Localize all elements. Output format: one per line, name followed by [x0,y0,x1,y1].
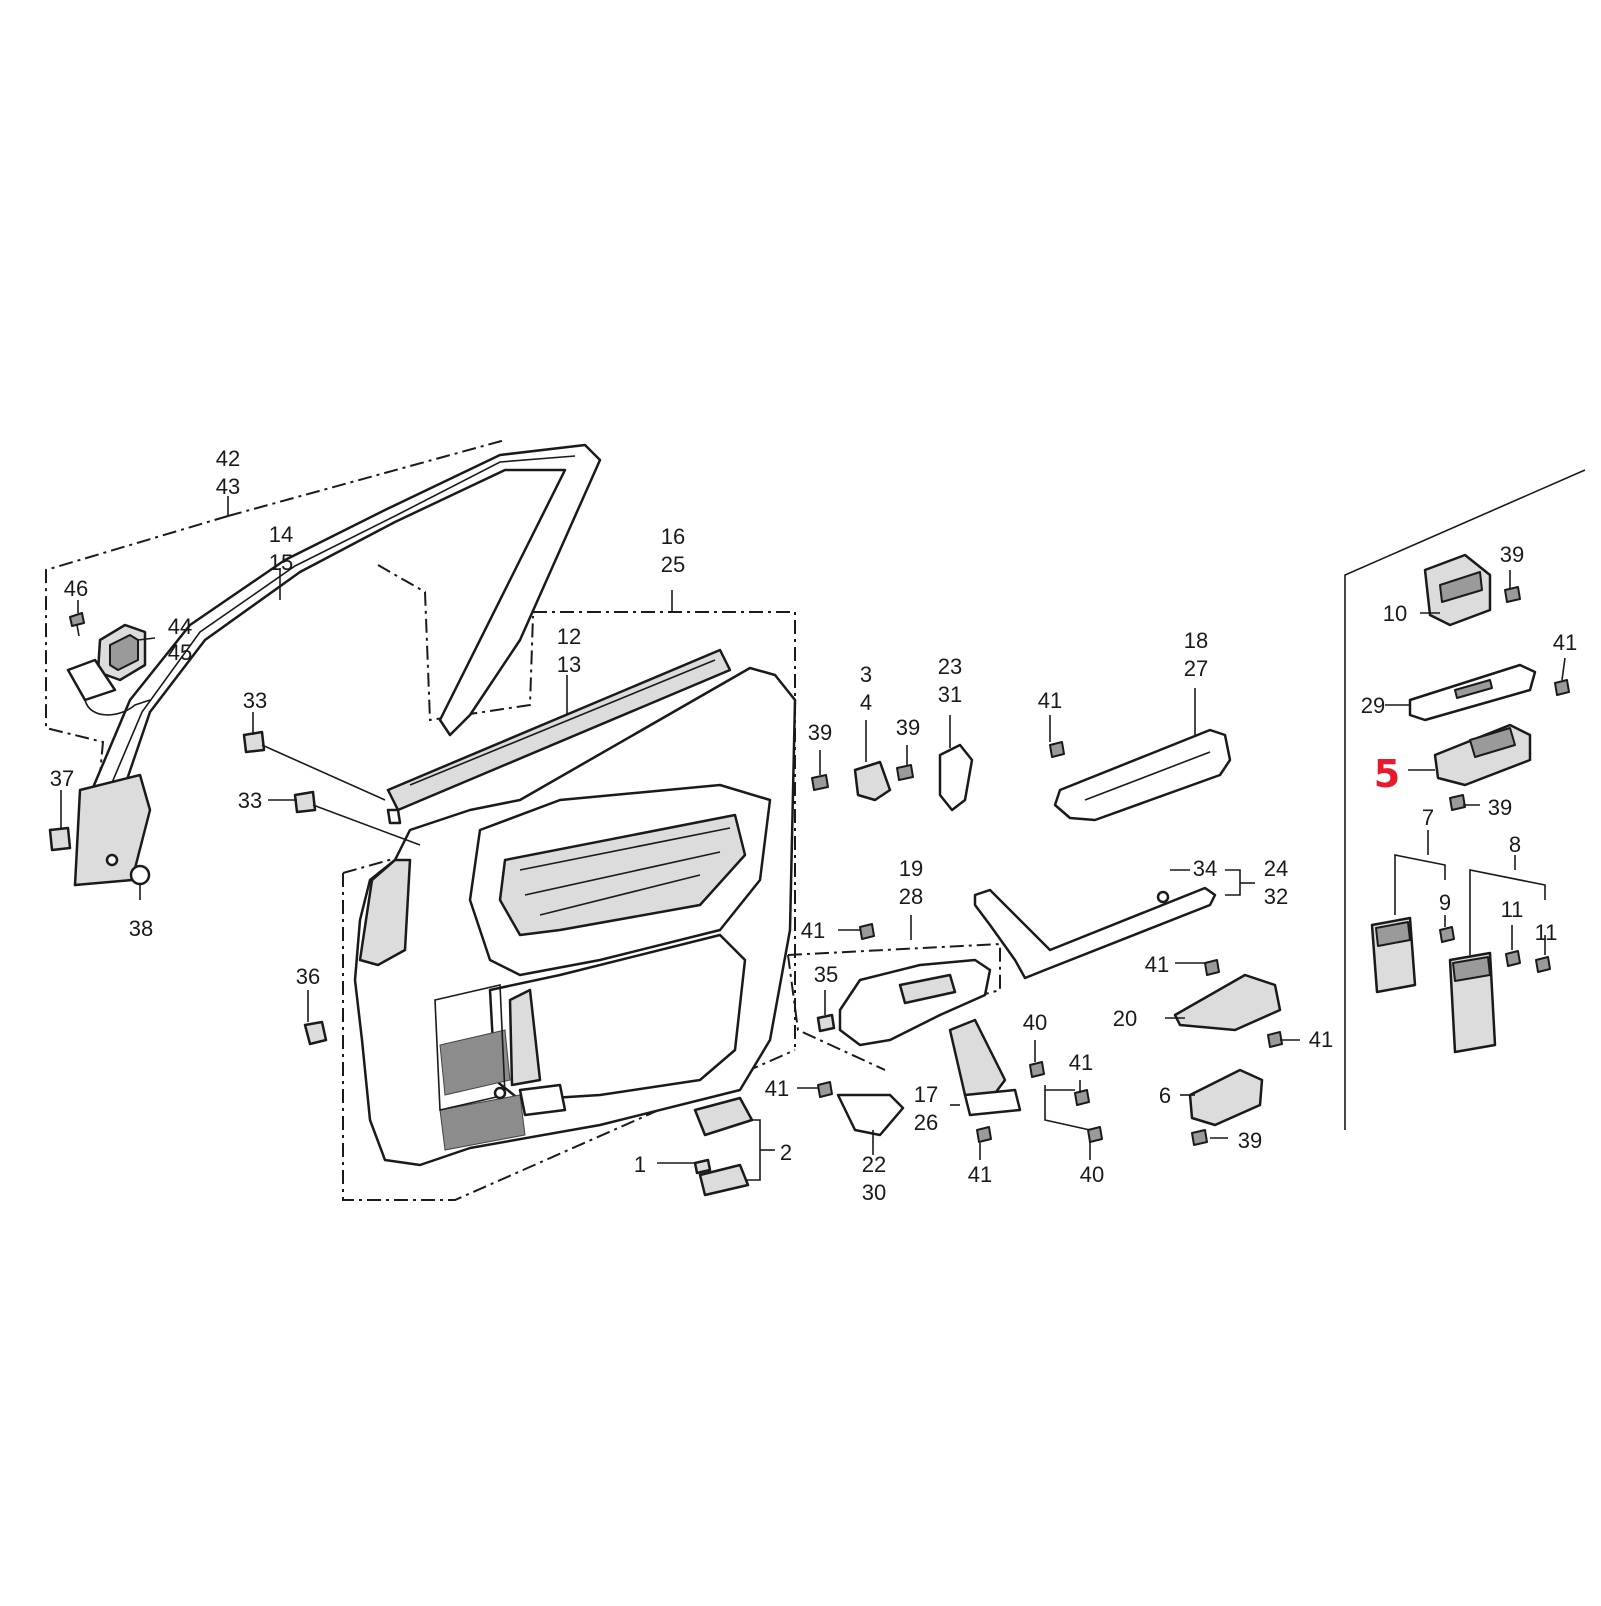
callout-label: 4 [860,690,872,715]
callout-label: 18 [1184,628,1208,653]
fasteners [48,586,1570,1175]
master-window-switch-5 [1433,723,1532,787]
callout-label: 23 [938,654,962,679]
switch-bezel-29 [1408,663,1537,722]
leader-lines [60,496,1566,1181]
switch-10 [1423,553,1492,627]
callout-label: 33 [243,688,267,713]
callout-label: 10 [1383,601,1407,626]
switch-7 [1370,916,1417,994]
door-lock-parts [853,743,974,812]
armrest-pad [1053,728,1232,822]
callout-label: 41 [801,918,825,943]
callout-label: 39 [1238,1128,1262,1153]
callout-label: 26 [914,1110,938,1135]
callout-label: 29 [1361,693,1385,718]
callout-label: 41 [1145,952,1169,977]
power-window-switch-panel [1173,973,1282,1032]
handle-cover [836,1093,905,1137]
courtesy-lamp [693,1096,754,1197]
inner-window-molding [386,648,732,825]
callout-label: 41 [1069,1050,1093,1075]
callout-label: 25 [661,552,685,577]
callout-label: 30 [862,1180,886,1205]
callout-label: 28 [899,884,923,909]
callout-labels: 1 2 3 4 5 6 7 8 9 10 11 11 12 13 14 15 1… [50,446,1577,1205]
callout-label: 44 [168,614,192,639]
callout-label: 43 [216,474,240,499]
callout-label: 24 [1264,856,1288,881]
callout-label: 8 [1509,832,1521,857]
control-switch-6 [1188,1068,1264,1127]
callout-label: 11 [1501,897,1524,922]
lower-trim-strip [973,886,1217,980]
callout-label: 39 [808,720,832,745]
callout-label: 11 [1535,920,1558,945]
callout-label: 31 [938,682,962,707]
callout-label: 13 [557,652,581,677]
callout-label: 15 [269,550,293,575]
callout-label: 39 [1488,795,1512,820]
callout-label: 2 [780,1140,792,1165]
callout-label: 20 [1113,1006,1137,1031]
callout-label: 38 [129,916,153,941]
callout-label: 7 [1422,805,1434,830]
inner-handle-assembly [838,958,1022,1117]
door-sash-weatherstrip [73,443,602,887]
callout-label: 32 [1264,884,1288,909]
callout-label: 40 [1080,1162,1104,1187]
door-trim-panel [353,666,797,1167]
callout-label: 35 [814,962,838,987]
callout-label: 39 [1500,542,1524,567]
callout-label: 41 [968,1162,992,1187]
callout-label: 37 [50,766,74,791]
callout-label: 42 [216,446,240,471]
switch-8 [1448,951,1497,1054]
callout-label: 41 [765,1076,789,1101]
callout-label: 6 [1159,1083,1171,1108]
callout-label: 41 [1038,688,1062,713]
callout-label: 41 [1553,630,1577,655]
callout-label: 34 [1193,856,1217,881]
callout-label: 16 [661,524,685,549]
callout-label: 33 [238,788,262,813]
mirror-bracket-with-cable [66,623,151,716]
callout-label: 14 [269,522,293,547]
callout-label: 40 [1023,1010,1047,1035]
callout-label: 22 [862,1152,886,1177]
callout-label: 46 [64,576,88,601]
callout-label: 41 [1309,1027,1333,1052]
callout-label: 1 [634,1152,646,1177]
callout-label: 9 [1439,890,1451,915]
callout-label: 12 [557,624,581,649]
callout-label: 39 [896,715,920,740]
callout-label: 45 [168,640,192,665]
callout-label: 3 [860,662,872,687]
callout-label: 17 [914,1082,938,1107]
callout-label: 27 [1184,656,1208,681]
callout-label: 19 [899,856,923,881]
callout-label-highlighted: 5 [1374,752,1400,796]
callout-label: 36 [296,964,320,989]
